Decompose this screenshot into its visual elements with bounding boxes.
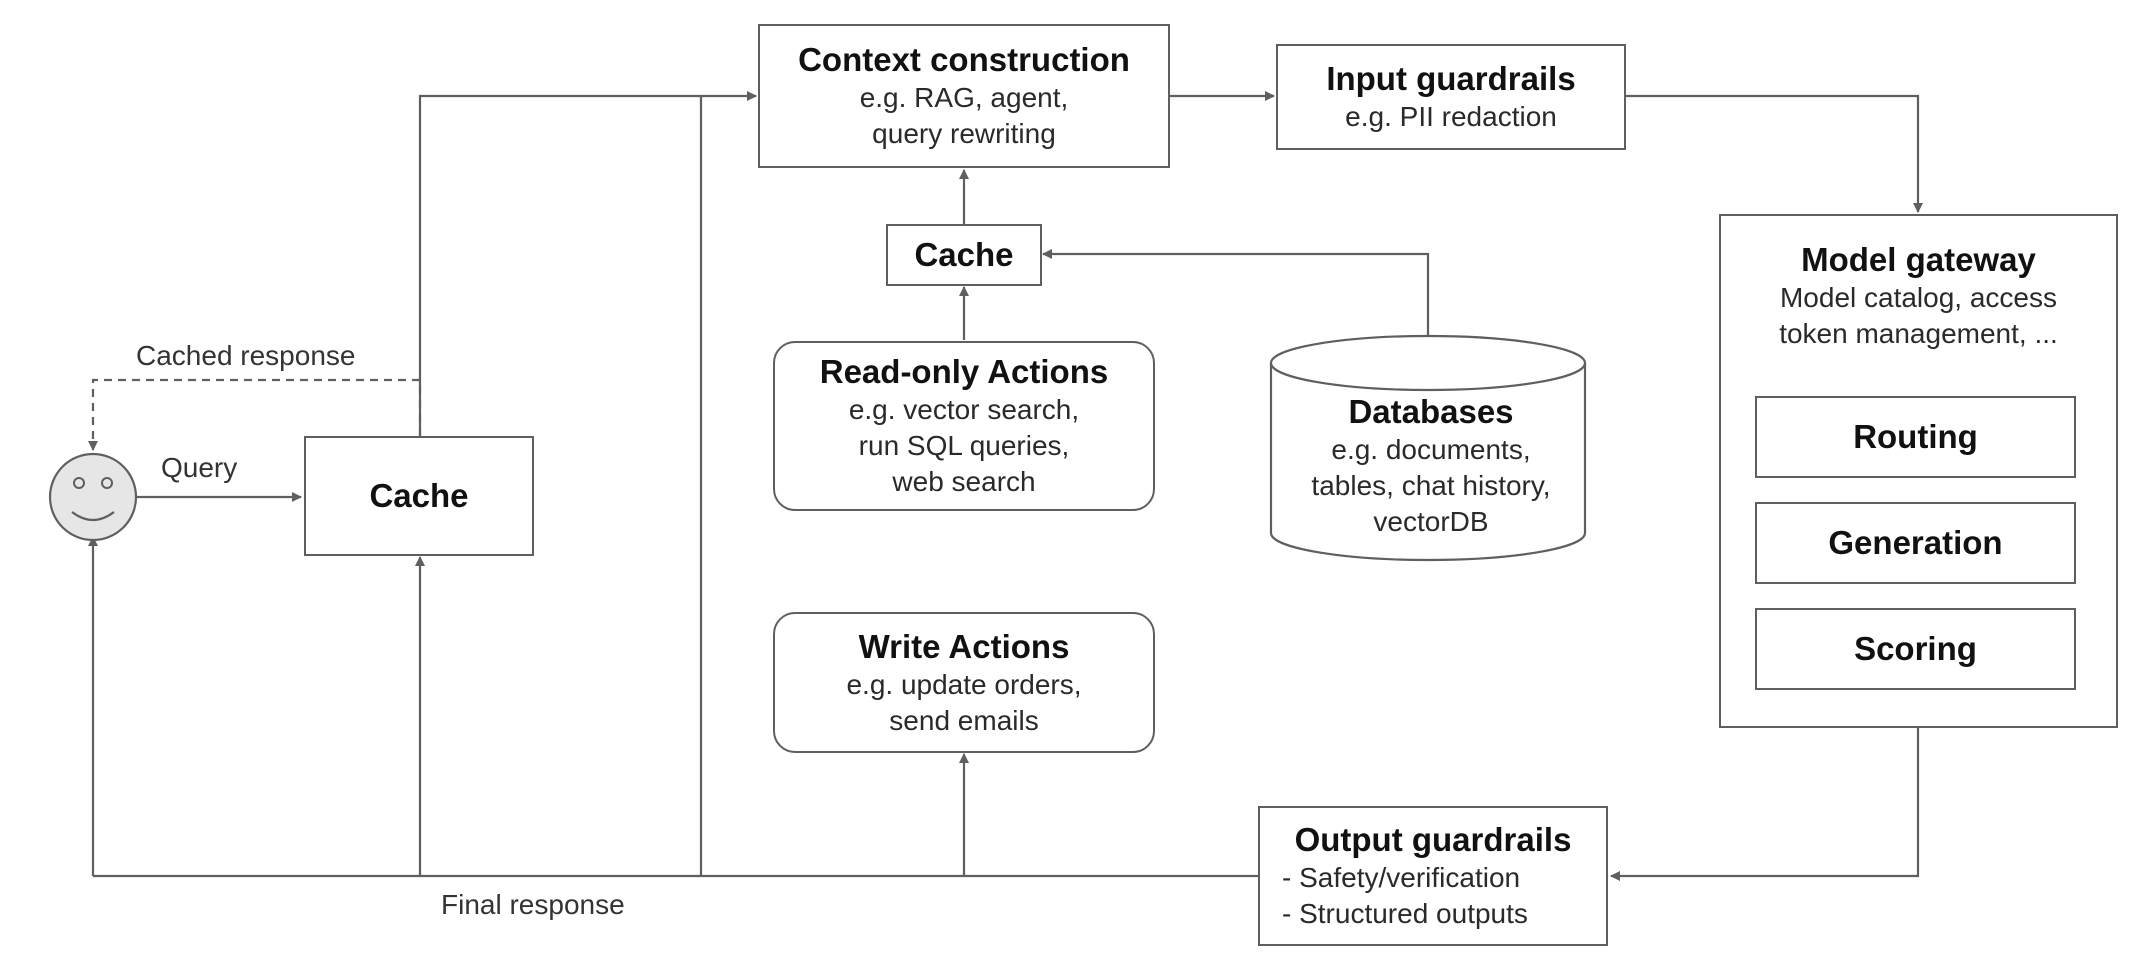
model-gateway-line: token management, ... [1779, 318, 2058, 349]
routing-box: Routing [1755, 396, 2076, 478]
scoring-title: Scoring [1854, 630, 1977, 667]
context-construction-title: Context construction [798, 41, 1130, 78]
read-only-actions-line: run SQL queries, [858, 430, 1070, 461]
final-response-label: Final response [441, 889, 625, 920]
smiley-face-user-icon [48, 452, 138, 542]
databases-line: e.g. documents, [1331, 434, 1531, 465]
databases-to-cache-arrow [1042, 249, 1430, 338]
query-label: Query [161, 452, 238, 483]
cached-response-label: Cached response [136, 340, 356, 371]
scoring-box: Scoring [1755, 608, 2076, 690]
context-construction-box: Context construction e.g. RAG, agent, qu… [758, 24, 1170, 168]
read-only-actions-line: e.g. vector search, [848, 394, 1080, 425]
database-cylinder-icon [1269, 334, 1587, 562]
databases-title: Databases [1348, 393, 1514, 430]
gateway-to-output-guardrails-arrow [1610, 728, 1920, 881]
generation-title: Generation [1828, 524, 2003, 561]
read-only-actions-box: Read-only Actions e.g. vector search, ru… [773, 341, 1155, 511]
retrieval-cache-box: Cache [886, 224, 1042, 286]
output-guardrails-title: Output guardrails [1294, 821, 1572, 858]
output-guardrails-line: - Safety/verification [1282, 862, 1521, 893]
context-construction-line: query rewriting [872, 118, 1056, 149]
generation-box: Generation [1755, 502, 2076, 584]
databases-line: tables, chat history, [1311, 470, 1551, 501]
input-guardrails-to-gateway-arrow [1626, 94, 1923, 213]
routing-title: Routing [1853, 418, 1978, 455]
input-guardrails-title: Input guardrails [1326, 60, 1576, 97]
databases-content: Databases e.g. documents, tables, chat h… [1276, 392, 1586, 540]
cache-box: Cache [304, 436, 534, 556]
cache-title: Cache [369, 477, 469, 514]
retrieval-cache-title: Cache [914, 236, 1014, 273]
output-guardrails-box: Output guardrails - Safety/verification … [1258, 806, 1608, 946]
databases-line: vectorDB [1373, 506, 1489, 537]
read-only-actions-title: Read-only Actions [819, 353, 1109, 390]
write-actions-line: send emails [889, 704, 1039, 736]
output-guardrails-line: - Structured outputs [1282, 898, 1528, 929]
write-actions-line: e.g. update orders, [846, 668, 1082, 700]
write-actions-box: Write Actions e.g. update orders, send e… [773, 612, 1155, 753]
model-gateway-title: Model gateway [1801, 241, 2036, 278]
read-only-actions-line: web search [892, 466, 1036, 497]
write-actions-title: Write Actions [858, 627, 1070, 665]
context-construction-line: e.g. RAG, agent, [859, 82, 1069, 113]
cache-to-context-arrow [418, 91, 757, 436]
input-guardrails-line: e.g. PII redaction [1345, 101, 1557, 132]
model-gateway-line: Model catalog, access [1779, 282, 2058, 313]
input-guardrails-box: Input guardrails e.g. PII redaction [1276, 44, 1626, 150]
